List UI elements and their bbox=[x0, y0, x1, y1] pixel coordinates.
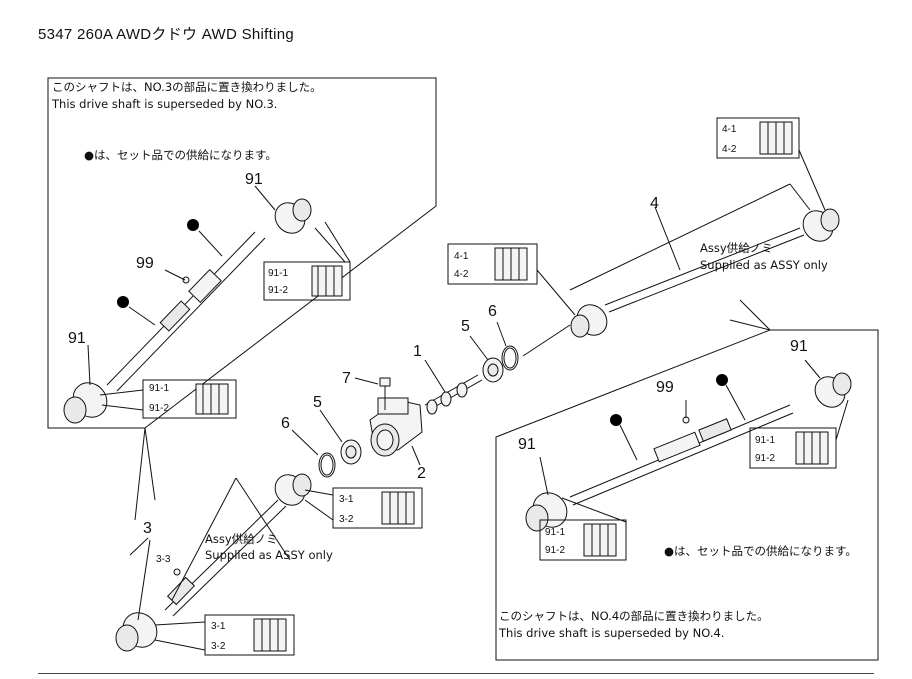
label-part-7: 7 bbox=[342, 370, 351, 387]
label-part-5-lower: 5 bbox=[313, 394, 322, 411]
shaft-4 bbox=[447, 117, 840, 338]
label-4-1-a: 4-1 bbox=[454, 251, 469, 262]
page-title: 5347 260A AWDクドウ AWD Shifting bbox=[38, 26, 295, 43]
label-4-2-a: 4-2 bbox=[454, 269, 469, 280]
label-part-6-lower: 6 bbox=[281, 415, 290, 432]
label-3-1-b: 3-1 bbox=[211, 621, 226, 632]
right-label-91-2-a: 91-2 bbox=[755, 453, 776, 464]
right-label-91-1-a: 91-1 bbox=[755, 435, 776, 446]
assy-note-4-en: Supplied as ASSY only bbox=[700, 258, 828, 272]
left-label-91-2-b: 91-2 bbox=[149, 403, 170, 414]
assy-note-3-jp: Assy供給ノミ bbox=[205, 532, 278, 546]
left-box-boot-callouts bbox=[99, 221, 351, 419]
label-4-1-b: 4-1 bbox=[722, 124, 737, 135]
label-3-2-a: 3-2 bbox=[339, 514, 354, 525]
right-superseded-note-en: This drive shaft is superseded by NO.4. bbox=[499, 626, 725, 640]
left-label-91-left: 91 bbox=[68, 330, 86, 347]
label-3-1-a: 3-1 bbox=[339, 494, 354, 505]
right-label-99: 99 bbox=[656, 379, 674, 396]
bottom-divider bbox=[38, 673, 874, 674]
label-part-3-3: 3-3 bbox=[156, 554, 171, 565]
label-4-2-b: 4-2 bbox=[722, 144, 737, 155]
left-label-91-top: 91 bbox=[245, 171, 263, 188]
left-label-91-1-a: 91-1 bbox=[268, 268, 289, 279]
left-set-note: ●は、セット品での供給になります。 bbox=[84, 148, 277, 162]
left-label-91-2-a: 91-2 bbox=[268, 285, 289, 296]
label-part-6-upper: 6 bbox=[488, 303, 497, 320]
right-box-shaft bbox=[525, 359, 852, 561]
left-superseded-note-jp: このシャフトは、NO.3の部品に置き換わりました。 bbox=[52, 80, 322, 94]
right-label-91-left: 91 bbox=[518, 436, 536, 453]
left-box-outline bbox=[47, 77, 437, 429]
right-superseded-note-jp: このシャフトは、NO.4の部品に置き換わりました。 bbox=[499, 609, 769, 623]
right-label-91-2-b: 91-2 bbox=[545, 545, 566, 556]
assy-note-3-en: Supplied as ASSY only bbox=[205, 548, 333, 562]
label-part-5-upper: 5 bbox=[461, 318, 470, 335]
assy-note-4-jp: Assy供給ノミ bbox=[700, 241, 773, 255]
label-3-2-b: 3-2 bbox=[211, 641, 226, 652]
label-part-2: 2 bbox=[417, 465, 426, 482]
right-label-91-1-b: 91-1 bbox=[545, 527, 566, 538]
label-part-1: 1 bbox=[413, 343, 422, 360]
left-label-91-1-b: 91-1 bbox=[149, 383, 170, 394]
label-part-3: 3 bbox=[143, 520, 152, 537]
center-parts bbox=[291, 321, 571, 478]
left-label-99: 99 bbox=[136, 255, 154, 272]
right-set-note: ●は、セット品での供給になります。 bbox=[664, 544, 857, 558]
left-box-shaft bbox=[63, 185, 312, 424]
right-box-outline bbox=[495, 329, 879, 661]
right-label-91-right: 91 bbox=[790, 338, 808, 355]
left-superseded-note-en: This drive shaft is superseded by NO.3. bbox=[52, 97, 278, 111]
shaft-3 bbox=[115, 473, 423, 656]
label-part-4: 4 bbox=[650, 195, 659, 212]
